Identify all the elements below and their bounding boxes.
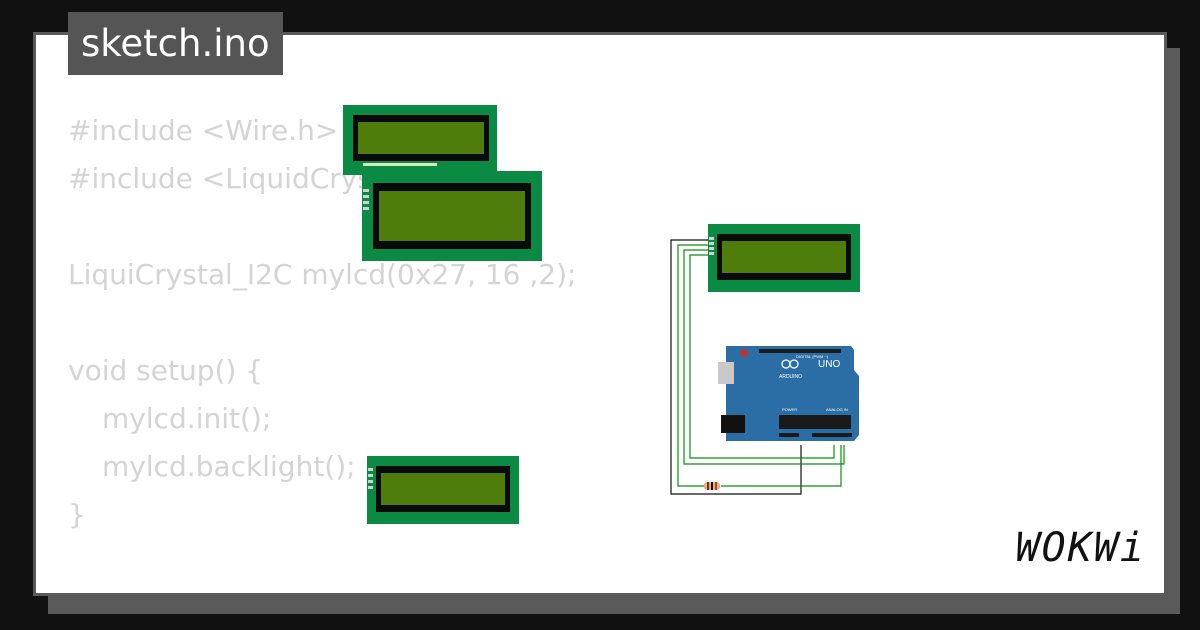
board-model: UNO: [818, 359, 840, 370]
file-name-tab[interactable]: sketch.ino: [68, 12, 283, 75]
lcd-display-1[interactable]: [343, 105, 497, 175]
wire-green-1[interactable]: [677, 244, 708, 487]
arduino-uno-board[interactable]: ARDUINO UNO DIGITAL (PWM ~) ANALOG IN PO…: [718, 346, 859, 441]
lcd-display-4[interactable]: [708, 224, 860, 292]
code-line: [68, 539, 576, 587]
code-line: mylcd.init();: [102, 402, 272, 435]
code-line: LiquiCrystal_I2C mylcd(0x27, 16 ,2);: [68, 258, 577, 291]
code-line: #include <Wire.h>: [68, 114, 339, 147]
code-line: void setup() {: [68, 354, 264, 387]
code-line: [68, 299, 576, 347]
wire-green-4[interactable]: [689, 254, 835, 459]
resistor[interactable]: [704, 482, 720, 490]
wire-green-3[interactable]: [683, 249, 845, 465]
wokwi-logo[interactable]: WOKWi: [1015, 525, 1146, 571]
digital-pins-label: DIGITAL (PWM ~): [796, 354, 829, 359]
reset-button-icon[interactable]: [740, 349, 748, 357]
wire-green-2[interactable]: [721, 445, 842, 487]
code-line: }: [68, 498, 86, 531]
board-brand: ARDUINO: [779, 374, 802, 380]
code-line: void loop() {: [68, 587, 576, 593]
analog-pins-label: ANALOG IN: [826, 407, 848, 412]
preview-card: #include <Wire.h>#include <LiquidCrystal…: [33, 32, 1167, 596]
code-preview: #include <Wire.h>#include <LiquidCrystal…: [68, 107, 577, 593]
power-pins-label: POWER: [782, 407, 797, 412]
lcd-display-2[interactable]: [362, 171, 542, 261]
wire-black[interactable]: [670, 239, 802, 495]
code-line: mylcd.backlight();: [102, 450, 356, 483]
lcd-display-3[interactable]: [367, 456, 519, 524]
circuit-diagram: ARDUINO UNO DIGITAL (PWM ~) ANALOG IN PO…: [670, 224, 860, 495]
